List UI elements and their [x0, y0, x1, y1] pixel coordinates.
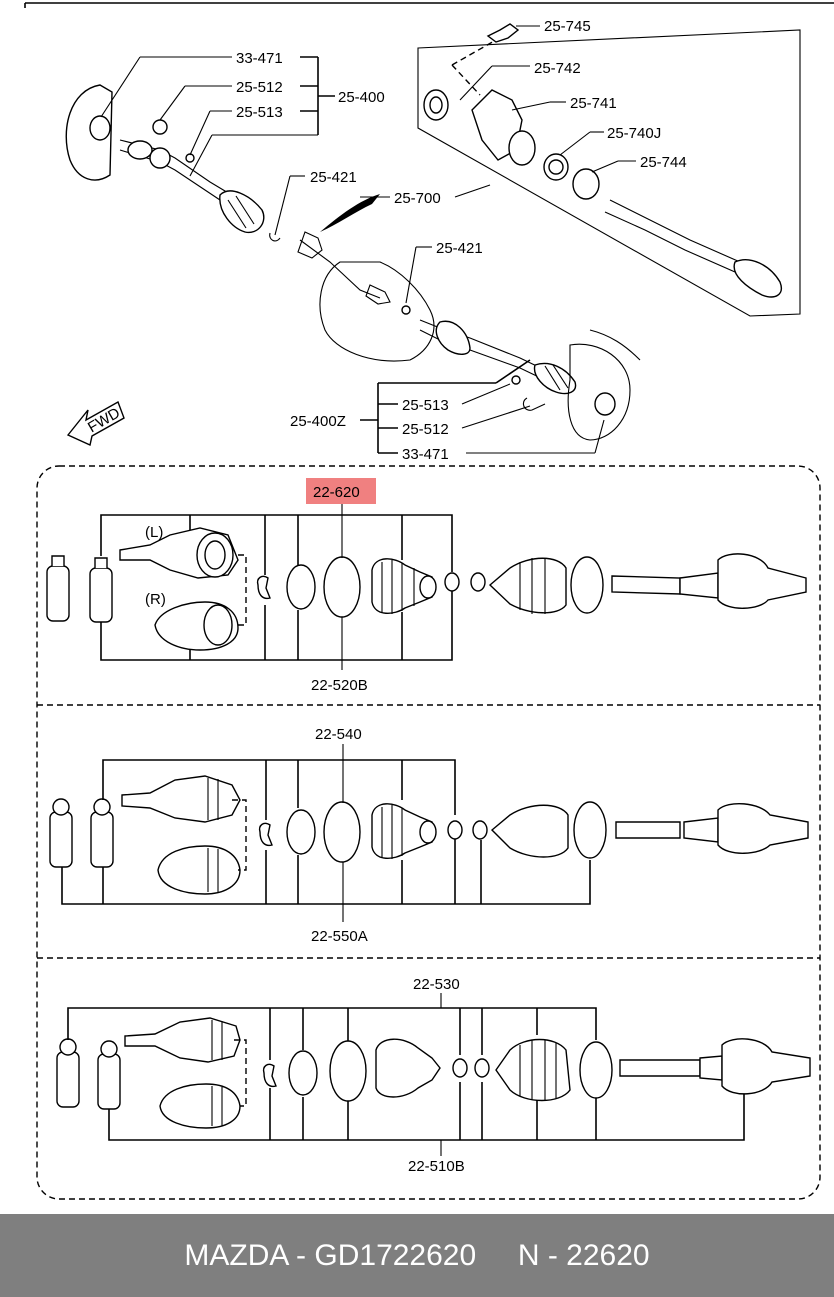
top-assembly: FWD	[65, 23, 801, 446]
label-25-513-bottom: 25-513	[402, 397, 449, 414]
section-3-shaft	[56, 1007, 811, 1141]
label-25-400z: 25-400Z	[290, 413, 346, 430]
label-22-550a: 22-550A	[311, 928, 368, 945]
top-leaders	[100, 25, 636, 454]
label-22-520b: 22-520B	[311, 677, 368, 694]
label-22-540: 22-540	[315, 726, 362, 743]
section-1-shaft	[46, 514, 807, 661]
label-22-530: 22-530	[413, 976, 460, 993]
label-25-744: 25-744	[640, 154, 687, 171]
label-33-471-top: 33-471	[236, 50, 283, 67]
label-25-742: 25-742	[534, 60, 581, 77]
footer-bar: MAZDA - GD1722620 N - 22620	[0, 1214, 834, 1297]
highlight-22-620	[306, 478, 376, 504]
kit-frame	[36, 465, 821, 1200]
label-22-620[interactable]: 22-620	[313, 484, 360, 501]
label-right: (R)	[145, 591, 166, 608]
label-25-512-top: 25-512	[236, 79, 283, 96]
section-2-shaft	[49, 759, 809, 905]
label-25-400: 25-400	[338, 89, 385, 106]
label-25-700: 25-700	[394, 190, 441, 207]
label-25-741: 25-741	[570, 95, 617, 112]
label-25-740j: 25-740J	[607, 125, 661, 142]
label-25-512-bottom: 25-512	[402, 421, 449, 438]
label-33-471-bottom: 33-471	[402, 446, 449, 463]
parts-diagram: FWD	[24, 2, 834, 1200]
footer-part-info: MAZDA - GD1722620 N - 22620	[184, 1238, 650, 1272]
label-25-421-a: 25-421	[310, 169, 357, 186]
label-25-421-b: 25-421	[436, 240, 483, 257]
label-left: (L)	[145, 524, 163, 541]
label-25-513-top: 25-513	[236, 104, 283, 121]
label-22-510b: 22-510B	[408, 1158, 465, 1175]
label-25-745: 25-745	[544, 18, 591, 35]
